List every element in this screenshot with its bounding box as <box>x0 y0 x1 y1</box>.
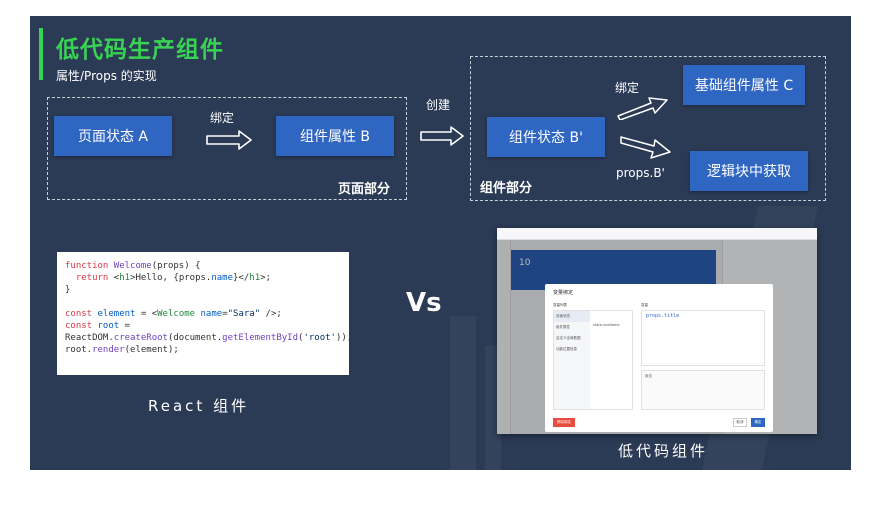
slide: 低代码生产组件 属性/Props 的实现 页面状态 A 绑定 组件属性 B 页面… <box>30 16 851 470</box>
dialog-title: 变量绑定 <box>553 290 574 296</box>
node-page-state: 页面状态 A <box>54 116 172 156</box>
arrow-down-right-icon <box>620 136 671 159</box>
arrow-right-icon <box>206 130 252 150</box>
component-group-label: 组件部分 <box>480 181 533 196</box>
bind-label-left: 绑定 <box>210 111 235 125</box>
vs-label: Vs <box>406 288 442 318</box>
page-group-box <box>47 97 407 200</box>
code-line: } <box>65 285 71 295</box>
screenshot-toolbar <box>497 228 817 240</box>
code-line: return <h1>Hello, {props.name}</h1>; <box>75 273 271 283</box>
code-line: const root = <box>65 321 131 331</box>
node-logic-block: 逻辑块中获取 <box>690 151 808 191</box>
component-group-box <box>470 56 826 201</box>
list-header: 变量列表 <box>553 303 567 307</box>
cancel-button[interactable]: 取消 <box>733 418 747 427</box>
page-group-label: 页面部分 <box>338 182 391 197</box>
list-item[interactable]: 自定义全局数据 <box>556 336 581 340</box>
create-label: 创建 <box>426 98 451 112</box>
screenshot-banner: 10 <box>511 250 716 290</box>
node-base-prop: 基础组件属性 C <box>683 65 805 105</box>
page-subtitle: 属性/Props 的实现 <box>56 69 157 83</box>
code-line: function Welcome(props) { <box>65 261 201 271</box>
code-line: const element = <Welcome name="Sara" />; <box>65 309 282 319</box>
list-item[interactable]: state.xxxName <box>593 323 620 327</box>
arrow-right-icon <box>420 126 464 146</box>
list-item[interactable]: 页面状态 <box>554 311 590 322</box>
page-title: 低代码生产组件 <box>56 37 224 63</box>
code-line: root.render(element); <box>65 345 179 355</box>
banner-number: 10 <box>519 258 531 268</box>
react-caption: React 组件 <box>148 397 250 415</box>
expression-editor[interactable]: props.title <box>641 310 765 366</box>
variable-list: 页面状态 组件属性 自定义全局数据 功能位置信息 state.xxxName <box>553 310 633 410</box>
remove-binding-button[interactable]: 移除绑定 <box>553 418 575 427</box>
node-component-state: 组件状态 B' <box>487 117 605 157</box>
title-accent-bar <box>39 28 43 80</box>
props-label: props.B' <box>616 166 665 180</box>
ok-button[interactable]: 确定 <box>751 418 765 427</box>
lowcode-screenshot: 10 变量绑定 变量列表 变量 页面状态 组件属性 自定义全局数据 功能位置信息… <box>497 228 817 434</box>
usage-help: 用法 <box>641 370 765 410</box>
code-line <box>65 296 341 308</box>
react-code-block: function Welcome(props) { return <h1>Hel… <box>57 252 353 375</box>
arrow-up-right-icon <box>617 97 668 120</box>
variable-category-column: 页面状态 组件属性 自定义全局数据 功能位置信息 <box>554 311 590 409</box>
variable-item-column: state.xxxName <box>590 311 634 409</box>
background-shape <box>450 316 476 470</box>
variable-binding-dialog: 变量绑定 变量列表 变量 页面状态 组件属性 自定义全局数据 功能位置信息 st… <box>545 284 773 432</box>
code-line: ReactDOM.createRoot(document.getElementB… <box>65 333 353 343</box>
lowcode-caption: 低代码组件 <box>618 442 709 460</box>
list-item[interactable]: 功能位置信息 <box>556 347 577 351</box>
node-component-prop: 组件属性 B <box>276 116 394 156</box>
help-title: 用法 <box>645 374 652 378</box>
bind-label-right: 绑定 <box>615 81 640 95</box>
list-item[interactable]: 组件属性 <box>556 325 570 329</box>
editor-header: 变量 <box>641 303 648 307</box>
screenshot-sidebar <box>497 240 511 434</box>
